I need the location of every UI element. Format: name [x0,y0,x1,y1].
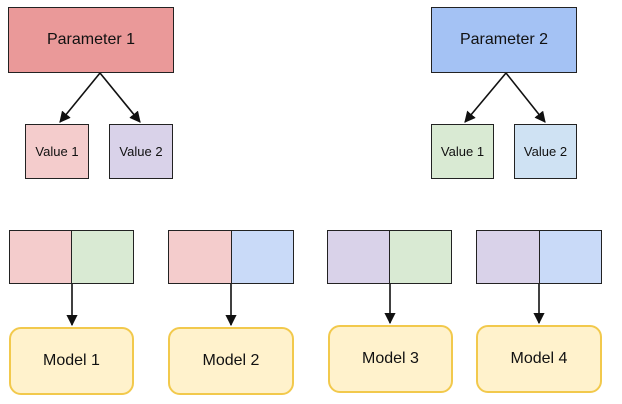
model-2-box: Model 2 [168,327,294,395]
parameter-1-value-1-label: Value 1 [35,144,79,159]
combination-2-left-cell [169,231,232,283]
parameter-1-value-2-box: Value 2 [109,124,173,179]
parameter-2-value-1-box: Value 1 [431,124,494,179]
combination-4 [476,230,602,284]
model-4-label: Model 4 [510,350,568,367]
parameter-1-value-1-box: Value 1 [25,124,89,179]
parameter-2-value-1-label: Value 1 [440,144,485,159]
combination-1-right-cell [72,231,133,283]
model-1-box: Model 1 [9,327,134,395]
arrow-param1-value1 [59,72,101,123]
parameter-1-value-2-label: Value 2 [119,144,163,159]
combination-4-right-cell [539,231,601,283]
arrow-param2-value1 [464,72,507,123]
model-4-box: Model 4 [476,325,602,393]
parameter-2-box: Parameter 2 [431,7,577,73]
combination-1 [9,230,134,284]
model-1-label: Model 1 [43,352,100,369]
combination-4-left-cell [477,231,540,283]
combination-3-left-cell [328,231,390,283]
parameter-1-box: Parameter 1 [8,7,174,73]
model-3-box: Model 3 [328,325,453,393]
arrow-param1-value2 [99,72,141,123]
parameter-1-label: Parameter 1 [46,31,136,48]
combination-2 [168,230,294,284]
model-3-label: Model 3 [362,350,419,367]
parameter-2-value-2-box: Value 2 [514,124,577,179]
combination-3 [327,230,452,284]
parameter-2-value-2-label: Value 2 [523,144,568,159]
combination-1-left-cell [10,231,72,283]
combination-2-right-cell [231,231,293,283]
model-2-label: Model 2 [202,352,260,369]
parameter-2-label: Parameter 2 [459,31,549,48]
combination-3-right-cell [390,231,451,283]
arrow-param2-value2 [505,72,546,123]
